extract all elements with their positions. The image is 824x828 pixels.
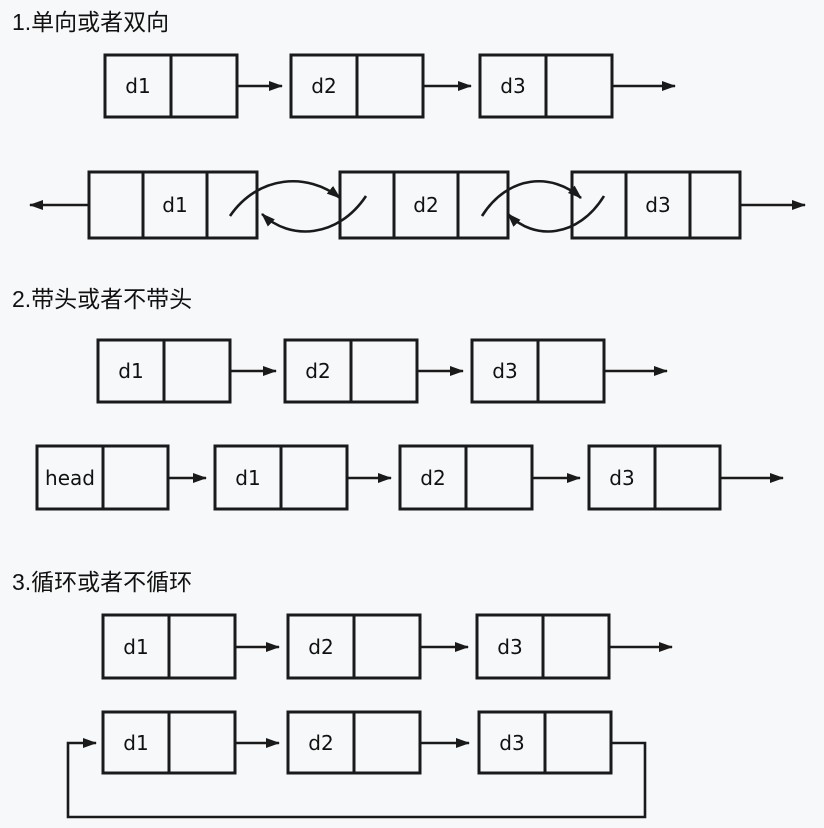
node-head: head — [35, 444, 170, 511]
node-d3: d3 — [477, 710, 613, 775]
section-2-title: 2.带头或者不带头 — [12, 286, 192, 312]
node-d2: d2 — [338, 170, 510, 240]
node-d1: d1 — [101, 710, 237, 775]
section-3-title: 3.循环或者不循环 — [12, 569, 192, 595]
node-label: head — [45, 466, 95, 490]
node-label: d2 — [305, 359, 330, 383]
node-d3: d3 — [478, 53, 614, 119]
node-label: d3 — [645, 193, 670, 217]
node-d1: d1 — [87, 170, 259, 240]
node-d1: d1 — [213, 444, 349, 511]
section2-list-with-head: head d1 d2 d3 — [35, 444, 784, 511]
node-label: d3 — [497, 635, 522, 659]
node-label: d1 — [118, 359, 143, 383]
node-label: d2 — [308, 635, 333, 659]
curved-arrow-d2-next-to-d3 — [480, 179, 582, 217]
curved-arrow-d2-prev-to-d1 — [261, 195, 368, 233]
section2-list-without-head: d1 d2 d3 — [96, 338, 668, 404]
node-label: d1 — [125, 74, 150, 98]
section1-doubly-linked-list: d1 d2 d3 — [29, 170, 806, 240]
node-d2: d2 — [286, 710, 422, 775]
curved-arrow-d3-prev-to-d2 — [507, 195, 606, 233]
node-label: d3 — [499, 731, 524, 755]
node-d2: d2 — [286, 613, 422, 680]
node-label: d2 — [420, 466, 445, 490]
node-d3: d3 — [470, 338, 606, 404]
section3-circular-list: d1 d2 d3 — [66, 710, 647, 819]
node-label: d2 — [308, 731, 333, 755]
node-label: d3 — [500, 74, 525, 98]
node-label: d1 — [235, 466, 260, 490]
node-d2: d2 — [398, 444, 534, 511]
node-d3: d3 — [587, 444, 722, 511]
loop-arrow-d3-to-d1 — [66, 738, 647, 819]
node-label: d2 — [413, 193, 438, 217]
node-label: d1 — [123, 731, 148, 755]
node-label: d3 — [492, 359, 517, 383]
node-d3: d3 — [475, 613, 611, 680]
curved-arrow-d1-next-to-d2 — [228, 179, 341, 217]
node-d2: d2 — [283, 338, 419, 404]
section-1-title: 1.单向或者双向 — [12, 9, 169, 35]
node-d1: d1 — [96, 338, 232, 404]
node-label: d1 — [123, 635, 148, 659]
node-label: d3 — [609, 466, 634, 490]
section1-singly-linked-list: d1 d2 d3 — [103, 53, 676, 119]
node-label: d1 — [162, 193, 187, 217]
node-label: d2 — [311, 74, 336, 98]
node-d1: d1 — [101, 613, 237, 680]
node-d1: d1 — [103, 53, 239, 119]
node-d2: d2 — [289, 53, 425, 119]
section3-non-circular-list: d1 d2 d3 — [101, 613, 673, 680]
